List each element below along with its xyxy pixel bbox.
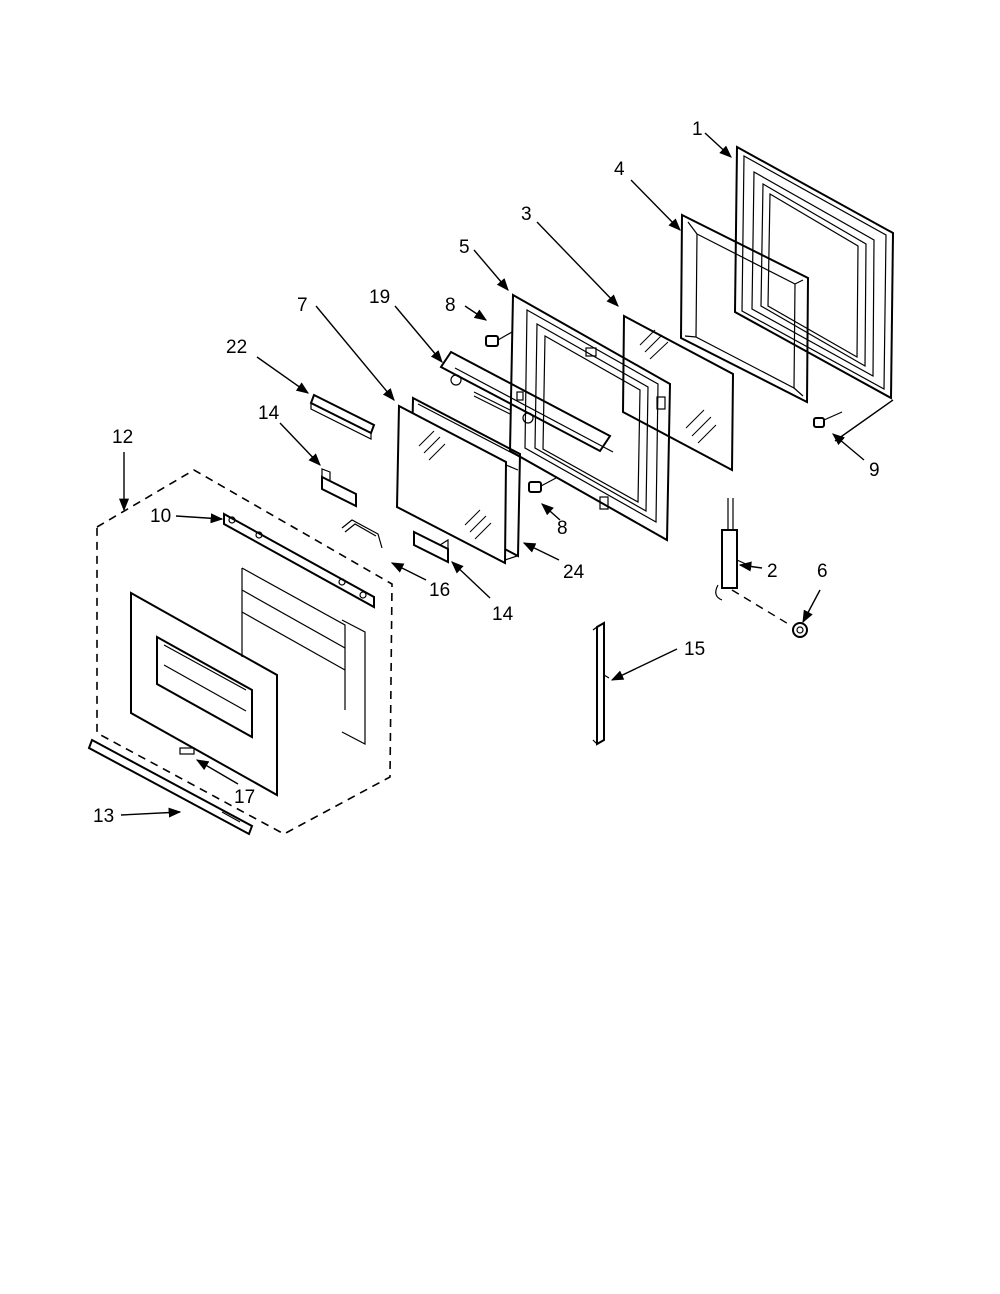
part-14-clip-upper [321,468,357,508]
callout-6: 6 [817,561,828,582]
callout-8-lower: 8 [557,518,568,539]
callout-1: 1 [692,119,703,140]
callout-5: 5 [459,237,470,258]
part-13-bottom-trim [87,738,254,836]
part-6-nut [792,622,808,638]
callout-16: 16 [429,580,450,601]
callout-3: 3 [521,204,532,225]
callout-7: 7 [297,295,308,316]
leader-lines [118,132,894,818]
part-10-trim-bar [223,512,375,609]
part-8-screw-lower [528,477,557,493]
callout-8-upper: 8 [445,295,456,316]
part-12-outer-door-assembly [87,469,393,836]
part-14-clip-lower [413,530,449,564]
callout-labels: 1 2 3 4 5 6 7 8 8 9 10 12 13 14 14 15 16… [93,119,880,827]
part-19-vent-assembly [439,350,614,453]
part-15-side-trim [592,621,610,746]
part-22-bracket [309,393,376,440]
part-16-spring [341,519,383,549]
callout-17: 17 [234,787,255,808]
part-9-screw [813,411,843,428]
callout-15: 15 [684,639,705,660]
callout-14-upper: 14 [258,403,280,424]
callout-12: 12 [112,427,133,448]
callout-13: 13 [93,806,114,827]
part-8-screw-upper [485,331,513,347]
callout-4: 4 [614,159,625,180]
callout-24: 24 [563,562,585,583]
part-2-hinge [715,498,791,626]
callout-14-lower: 14 [492,604,514,625]
callout-19: 19 [369,287,390,308]
callout-9: 9 [869,460,880,481]
part-4-door-frame [679,213,810,404]
callout-22: 22 [226,337,247,358]
callout-10: 10 [150,506,171,527]
part-1-outer-door-panel [733,145,895,400]
callout-2: 2 [767,561,778,582]
part-7-front-glass [395,396,522,565]
part-5-door-liner [508,293,672,542]
